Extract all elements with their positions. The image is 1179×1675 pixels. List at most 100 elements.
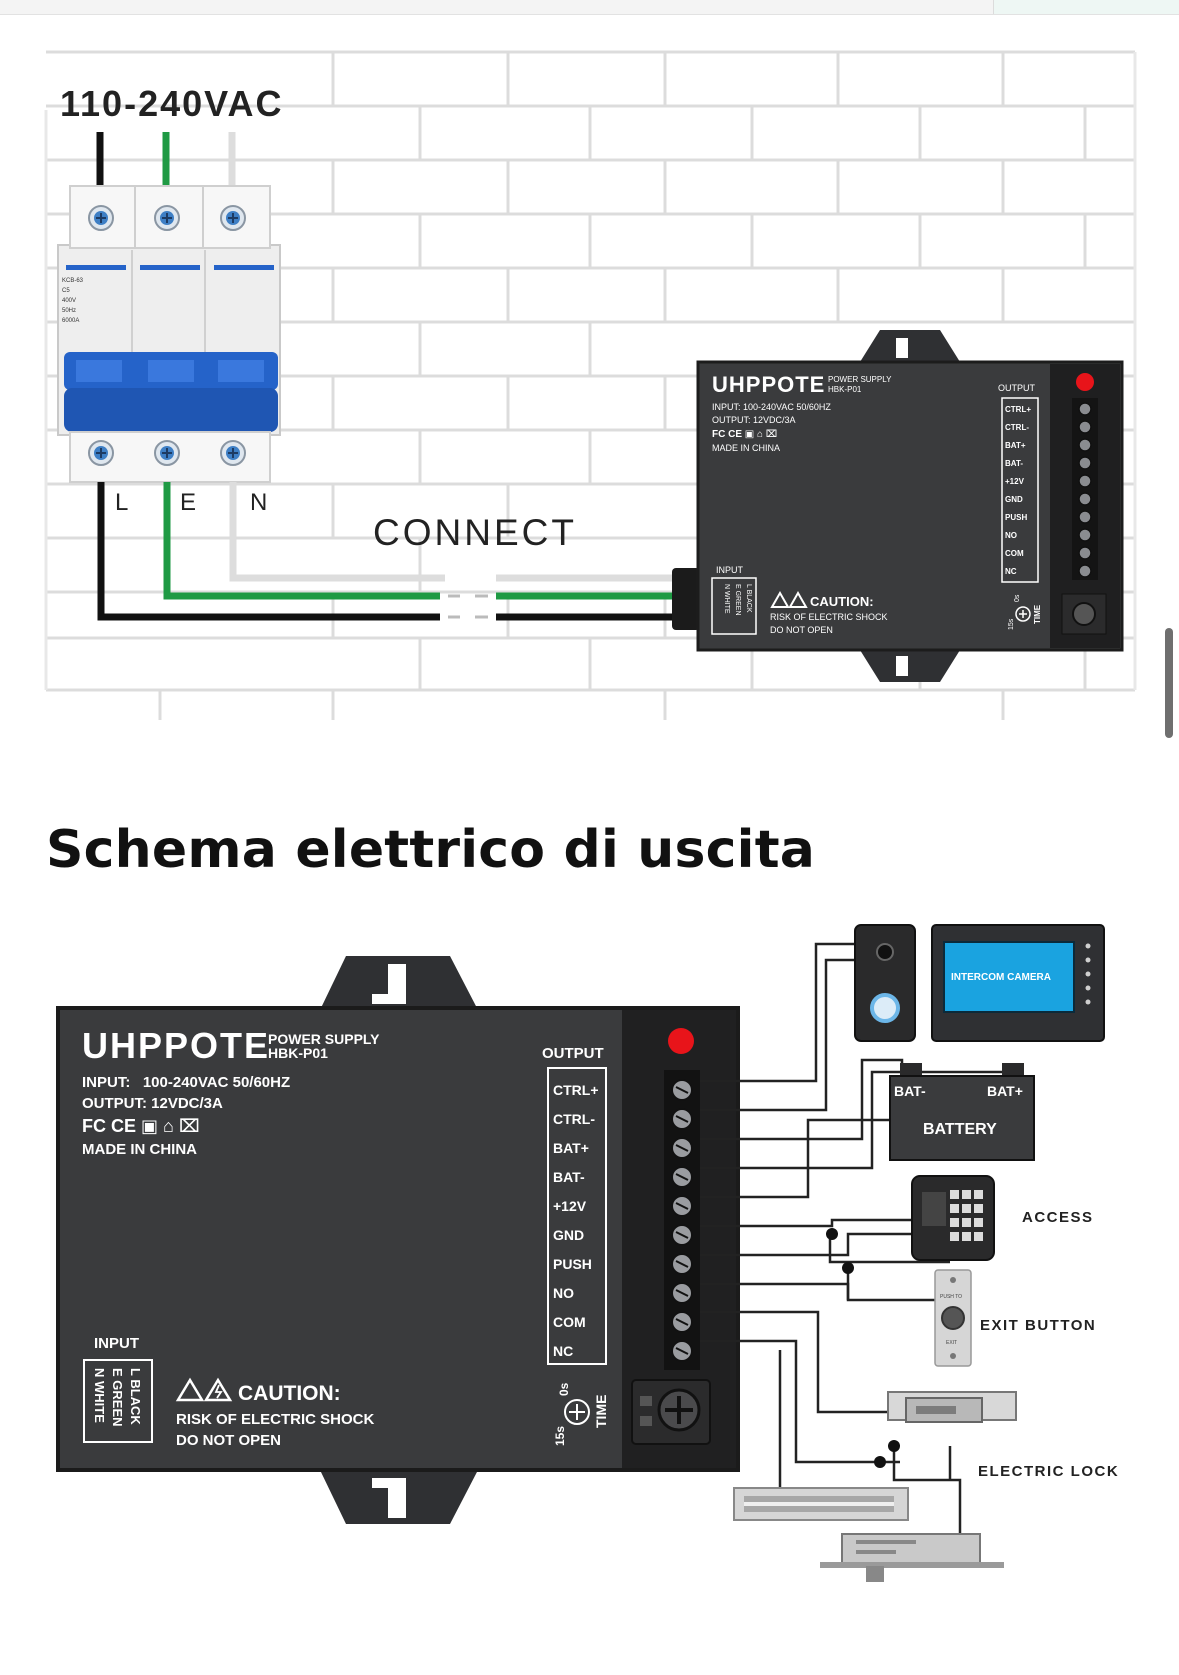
battery-pos-label: BAT+: [987, 1083, 1023, 1099]
caution-line1: RISK OF ELECTRIC SHOCK: [176, 1411, 375, 1428]
terminal-screw-slot: [675, 1202, 689, 1210]
small-warning-icon: [770, 590, 808, 608]
terminal-screw-slot: [675, 1086, 689, 1094]
power-supply-small: UHPPOTE POWER SUPPLY HBK-P01 INPUT: 100-…: [672, 330, 1124, 682]
input-wire-e: E GREEN: [110, 1368, 125, 1427]
terminal-screw-slot: [675, 1347, 689, 1355]
wire-label-e: E: [180, 489, 196, 516]
circuit-breaker: KCB-63 C5 400V 50Hz 6000A: [57, 185, 281, 483]
small-terminal-label: CTRL+: [1005, 405, 1031, 414]
input-header: INPUT: [94, 1335, 139, 1352]
voltage-label: 110-240VAC: [60, 83, 283, 124]
small-terminal-label: BAT-: [1005, 459, 1023, 468]
breaker-text-3: 400V: [62, 298, 76, 304]
wiring-junctions: [826, 1228, 900, 1468]
input-wire-n: N WHITE: [92, 1368, 107, 1423]
product-line1: POWER SUPPLY: [268, 1031, 380, 1047]
electric-lock-label: ELECTRIC LOCK: [978, 1463, 1119, 1480]
incoming-wires: [96, 132, 236, 188]
small-terminal-label: NC: [1005, 567, 1017, 576]
terminal-label: BAT-: [553, 1169, 585, 1185]
terminal-labels: CTRL+ CTRL- BAT+ BAT- +12V GND PUSH NO COM NC: [553, 1082, 599, 1359]
terminal-label: NC: [553, 1343, 573, 1359]
scrollbar[interactable]: [1165, 628, 1173, 738]
small-terminal-label: COM: [1005, 549, 1024, 558]
terminal-screw-slot: [675, 1144, 689, 1152]
small-terminal-label: NO: [1005, 531, 1017, 540]
top-strip: [0, 0, 1179, 15]
terminal-label: BAT+: [553, 1140, 589, 1156]
time-min: 15s: [553, 1426, 567, 1446]
small-brand: UHPPOTE: [712, 372, 825, 397]
time-label: TIME: [593, 1395, 609, 1428]
terminal-screw-slot: [675, 1318, 689, 1326]
exit-button-text-2: EXIT: [946, 1340, 957, 1346]
brand-logo: UHPPOTE: [82, 1025, 270, 1066]
small-caution-line1: RISK OF ELECTRIC SHOCK: [770, 612, 888, 622]
section-heading: Schema elettrico di uscita: [46, 820, 816, 880]
breaker-text-2: C5: [62, 288, 70, 294]
small-caution-line2: DO NOT OPEN: [770, 625, 833, 635]
terminal-label: CTRL-: [553, 1111, 595, 1127]
terminal-screw-slot: [675, 1231, 689, 1239]
terminal-screw-slot: [675, 1115, 689, 1123]
output-header: OUTPUT: [542, 1045, 604, 1062]
terminal-screw-slot: [675, 1289, 689, 1297]
terminal-label: NO: [553, 1285, 574, 1301]
small-input-wire-e: E GREEN: [734, 584, 741, 616]
small-terminal-label: CTRL-: [1005, 423, 1029, 432]
exit-button-label: EXIT BUTTON: [980, 1317, 1096, 1334]
time-max: 0s: [557, 1382, 571, 1396]
access-keypad: [911, 1175, 995, 1261]
battery-neg-label: BAT-: [894, 1083, 926, 1099]
input-spec: INPUT: 100-240VAC 50/60HZ: [82, 1074, 290, 1091]
small-output-spec: OUTPUT: 12VDC/3A: [712, 415, 796, 425]
small-input-header: INPUT: [716, 565, 744, 575]
wire-label-n: N: [250, 489, 267, 516]
battery-label: BATTERY: [923, 1121, 997, 1138]
output-wiring: [700, 942, 1022, 1540]
magnetic-lock: [733, 1487, 909, 1521]
caution-warning-icon: [175, 1377, 233, 1402]
small-time-max: 0s: [1014, 594, 1021, 602]
small-made-in: MADE IN CHINA: [712, 443, 780, 453]
intercom-monitor: INTERCOM CAMERA: [931, 924, 1105, 1042]
small-terminal-label: BAT+: [1005, 441, 1026, 450]
top-strip-tab: [993, 0, 1179, 14]
small-terminal-label: PUSH: [1005, 513, 1027, 522]
small-input-spec: INPUT: 100-240VAC 50/60HZ: [712, 402, 831, 412]
power-supply-large: UHPPOTE POWER SUPPLY HBK-P01 INPUT: 100-…: [56, 956, 740, 1524]
small-product-line1: POWER SUPPLY: [828, 375, 892, 384]
small-output-header: OUTPUT: [998, 383, 1036, 393]
time-dial-icon: [564, 1399, 590, 1425]
access-label: ACCESS: [1022, 1209, 1094, 1226]
small-input-wire-l: L BLACK: [745, 584, 752, 613]
terminal-label: GND: [553, 1227, 584, 1243]
small-time-dial-icon: [1015, 606, 1031, 622]
large-terminal-screws: [671, 1079, 693, 1362]
small-product-line2: HBK-P01: [828, 385, 862, 394]
exit-button-text-1: PUSH TO: [940, 1294, 962, 1300]
caution-line2: DO NOT OPEN: [176, 1432, 281, 1449]
terminal-screw-slot: [675, 1173, 689, 1181]
small-caution-title: CAUTION:: [810, 594, 874, 609]
doorbell-camera: [854, 924, 916, 1042]
battery: BAT- BAT+ BATTERY: [889, 1063, 1035, 1161]
breaker-text-5: 6000A: [62, 318, 79, 324]
output-spec: OUTPUT: 12VDC/3A: [82, 1095, 223, 1112]
wire-label-l: L: [115, 489, 128, 516]
exit-button-device: PUSH TO EXIT: [934, 1269, 972, 1367]
small-cert-marks: FC CE ▣ ⌂ ⌧: [712, 429, 777, 440]
electric-strike: [887, 1391, 1017, 1423]
small-time-label: TIME: [1033, 604, 1042, 624]
terminal-label: CTRL+: [553, 1082, 599, 1098]
terminal-screw-slot: [675, 1260, 689, 1268]
input-wire-l: L BLACK: [128, 1368, 143, 1425]
terminal-label: COM: [553, 1314, 586, 1330]
terminal-label: +12V: [553, 1198, 587, 1214]
terminal-label: PUSH: [553, 1256, 592, 1272]
bolt-lock: [820, 1533, 1004, 1582]
connect-label: CONNECT: [373, 512, 577, 553]
